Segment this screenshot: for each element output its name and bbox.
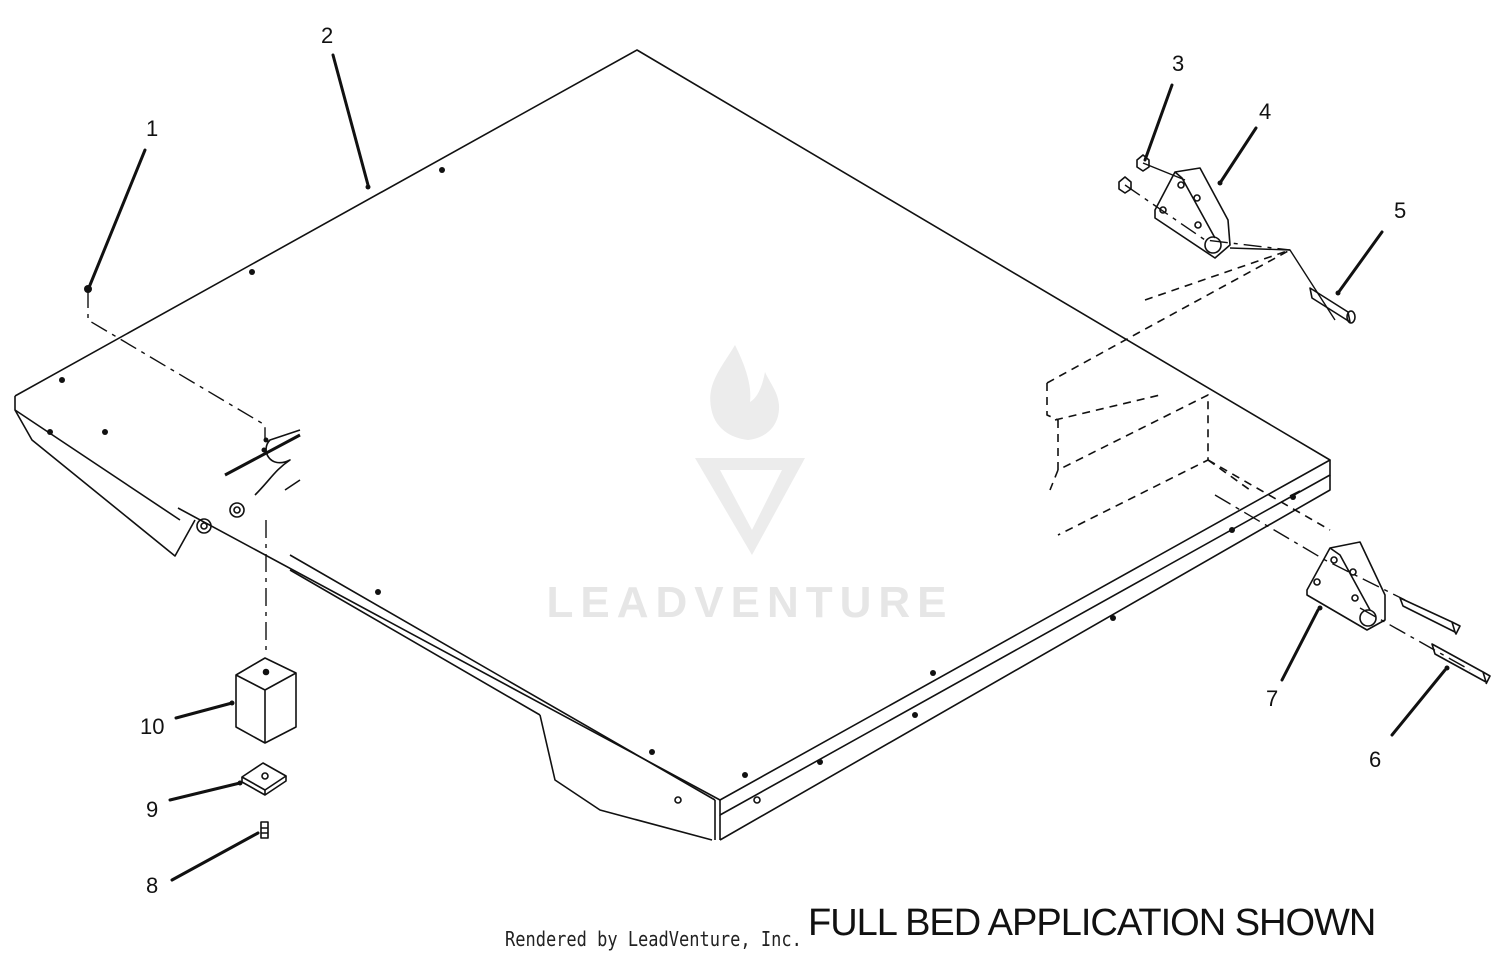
part-9-plate [241,762,287,796]
callout-2: 2 [321,23,333,48]
callout-7: 7 [1266,686,1278,711]
part-5-pin [1309,287,1356,324]
part-10-block [235,657,297,744]
callout-4: 4 [1259,99,1271,124]
part-8-screw [260,821,269,839]
part-7-bracket [1306,541,1386,631]
render-credit: Rendered by LeadVenture, Inc. [505,927,802,951]
leader-lines [87,162,1471,671]
part-3-nuts [1118,154,1150,194]
callout-6: 6 [1369,747,1381,772]
callout-3: 3 [1172,51,1184,76]
callout-1: 1 [146,116,158,141]
part-4-bracket [1154,167,1231,259]
part-6-bolts [1399,597,1491,685]
callout-9: 9 [146,797,158,822]
bed-panel [14,49,1331,841]
diagram-caption: FULL BED APPLICATION SHOWN [808,902,1376,944]
callout-leaders [88,53,1447,882]
watermark-text: LEADVENTURE [546,578,954,627]
hidden-hitch-frame [1046,249,1331,536]
callout-10: 10 [140,714,164,739]
callout-8: 8 [146,873,158,898]
callout-5: 5 [1394,198,1406,223]
